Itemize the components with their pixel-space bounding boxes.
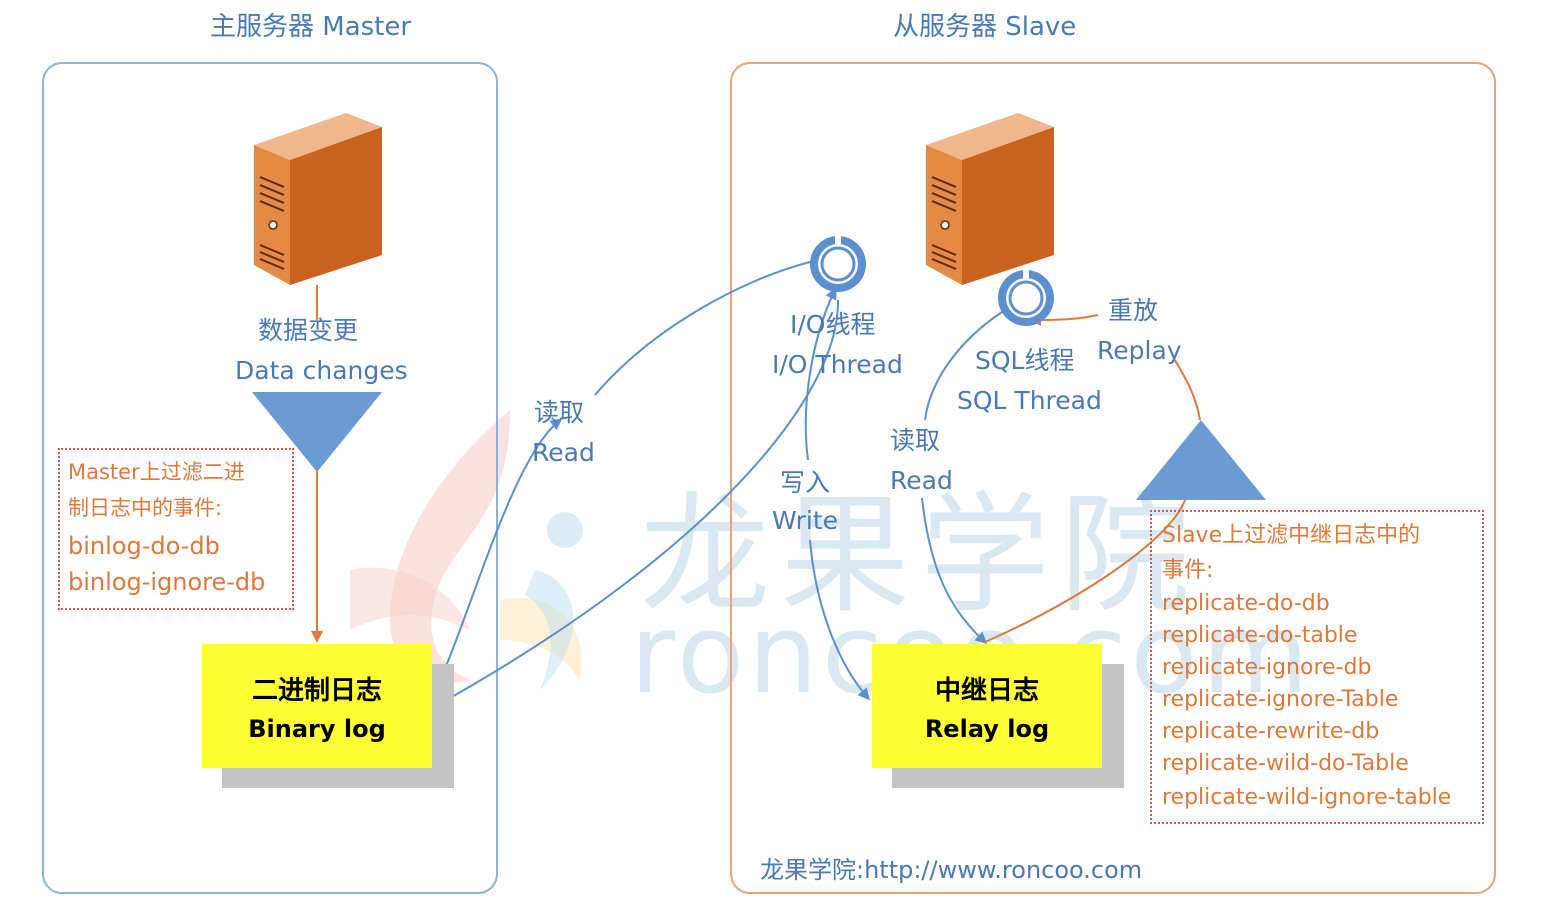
write-to-io-arrow bbox=[804, 287, 837, 461]
sql-thread-zh: SQL线程 bbox=[975, 346, 1075, 375]
master-server-icon bbox=[254, 113, 382, 285]
master-filter-item: binlog-ignore-db bbox=[68, 568, 266, 596]
slave-filter-box bbox=[1150, 510, 1484, 824]
slave-read-en: Read bbox=[890, 466, 953, 495]
write-to-relay-arrow bbox=[809, 539, 870, 701]
slave-filter-triangle-up-icon bbox=[1136, 420, 1266, 500]
read-to-relay-arrow bbox=[921, 497, 988, 645]
slave-filter-item: replicate-do-db bbox=[1162, 591, 1330, 616]
sql-thread-en: SQL Thread bbox=[957, 386, 1102, 415]
slave-filter-item: replicate-wild-ignore-table bbox=[1162, 785, 1452, 810]
master-filter-box bbox=[58, 448, 294, 610]
data-changes-en: Data changes bbox=[235, 356, 408, 385]
binary-log-box: 二进制日志 Binary log bbox=[202, 644, 432, 768]
io-to-binlog-arrow bbox=[429, 299, 840, 710]
slave-filter-item: replicate-rewrite-db bbox=[1162, 719, 1380, 744]
slave-filter-title-2: 事件: bbox=[1162, 558, 1214, 583]
master-filter-item: binlog-do-db bbox=[68, 532, 220, 560]
replay-en: Replay bbox=[1097, 336, 1182, 365]
triangle-to-replay-line bbox=[1174, 359, 1201, 421]
read-binlog-arrow bbox=[431, 418, 563, 699]
slave-frame bbox=[730, 62, 1496, 894]
write-zh: 写入 bbox=[780, 468, 831, 497]
relay-to-triangle-line bbox=[984, 499, 1186, 643]
middle-read-en: Read bbox=[532, 438, 595, 467]
binary-log-en: Binary log bbox=[248, 714, 386, 743]
relay-log-zh: 中继日志 bbox=[934, 675, 1039, 706]
io-thread-en: I/O Thread bbox=[772, 350, 903, 379]
sql-to-read-line bbox=[924, 311, 1003, 421]
write-en: Write bbox=[772, 506, 839, 535]
slave-server-icon bbox=[926, 113, 1054, 285]
slave-filter-item: replicate-wild-do-Table bbox=[1162, 751, 1409, 776]
footer-url: 龙果学院:http://www.roncoo.com bbox=[760, 856, 1143, 884]
slave-title: 从服务器 Slave bbox=[893, 12, 1077, 42]
read-to-io-line bbox=[594, 261, 811, 396]
middle-read-zh: 读取 bbox=[534, 398, 585, 427]
watermark-logo-icon bbox=[350, 410, 583, 690]
master-filter-title-1: Master上过滤二进 bbox=[68, 460, 245, 484]
relay-log-box: 中继日志 Relay log bbox=[872, 644, 1102, 768]
slave-read-zh: 读取 bbox=[890, 426, 941, 455]
master-filter-title-2: 制日志中的事件: bbox=[68, 496, 223, 520]
data-changes-zh: 数据变更 bbox=[258, 316, 359, 345]
relay-log-en: Relay log bbox=[924, 714, 1050, 743]
sql-thread-gear-icon bbox=[998, 268, 1054, 326]
binary-log-zh: 二进制日志 bbox=[251, 675, 382, 706]
master-frame bbox=[42, 62, 498, 894]
slave-filter-item: replicate-ignore-db bbox=[1162, 655, 1372, 680]
master-filter-triangle-down-icon bbox=[252, 392, 382, 472]
slave-filter-title-1: Slave上过滤中继日志中的 bbox=[1162, 523, 1421, 548]
io-thread-gear-icon bbox=[810, 234, 866, 292]
master-title: 主服务器 Master bbox=[210, 12, 412, 42]
replay-zh: 重放 bbox=[1108, 296, 1159, 325]
io-thread-zh: I/O线程 bbox=[790, 310, 876, 339]
slave-filter-item: replicate-ignore-Table bbox=[1162, 687, 1399, 712]
slave-filter-item: replicate-do-table bbox=[1162, 623, 1358, 648]
